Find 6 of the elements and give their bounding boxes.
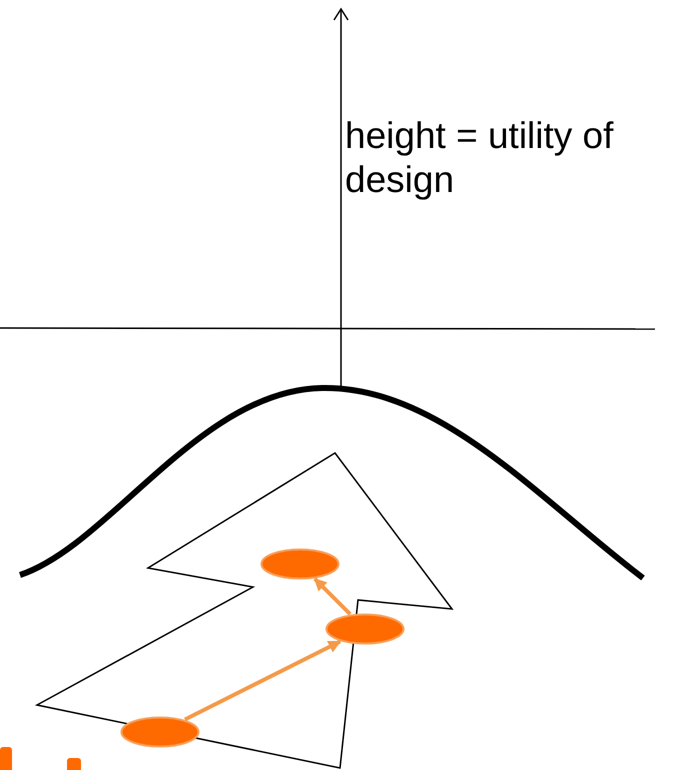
arrow	[313, 577, 352, 616]
state-ellipse	[120, 716, 200, 748]
arrow	[184, 640, 342, 722]
state-ellipse	[260, 548, 340, 580]
axis-label: height = utility of design	[345, 114, 614, 202]
state-ellipse	[325, 613, 405, 645]
